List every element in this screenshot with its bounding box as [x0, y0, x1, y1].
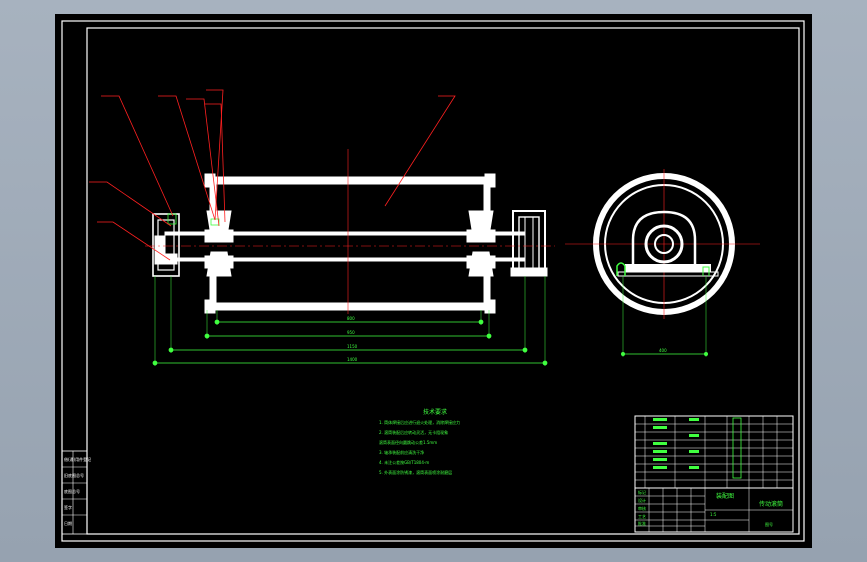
side-table-label-4: 签字: [64, 504, 72, 510]
drawing-material: 装配图: [716, 492, 734, 500]
dimension-d5: 400: [659, 348, 667, 353]
side-view-drum: [565, 169, 760, 357]
section-detail-1: [167, 213, 177, 225]
tech-line-5: 4. 未注公差按GB/T1804-m: [379, 459, 429, 465]
side-table-label-2: 旧底图总号: [64, 472, 84, 478]
drawing-title: 传动滚筒: [759, 500, 783, 508]
front-dimensions: [152, 276, 548, 366]
inner-frame: [86, 27, 800, 535]
shell-top-wall: [204, 176, 496, 185]
title-block: [634, 415, 794, 533]
side-table-label-1: 借(通)用件登记: [64, 456, 91, 462]
title-block-row-1: 标记: [638, 489, 646, 495]
tech-requirements: 技术要求 1. 筒体焊接后应进行退火处理，消除焊接应力 2. 滚筒装配后应转动灵…: [379, 408, 460, 475]
drawing-scale: 1:5: [710, 512, 717, 517]
parts-list-grid: [635, 416, 793, 488]
title-block-grid: [635, 488, 793, 532]
dimension-d1: 800: [347, 316, 355, 321]
title-block-row-2: 设计: [638, 497, 646, 503]
side-table-label-3: 底图总号: [64, 488, 80, 494]
tech-line-1: 1. 筒体焊接后应进行退火处理，消除焊接应力: [379, 419, 460, 425]
dimension-d4: 1400: [347, 357, 358, 362]
tech-requirements-heading: 技术要求: [423, 408, 447, 416]
title-block-row-3: 审核: [638, 505, 646, 511]
parts-list-entries: [653, 417, 742, 479]
tech-line-3: 滚筒表面径向圆跳动公差1.5mm: [379, 439, 437, 445]
dimension-d3: 1150: [347, 344, 358, 349]
cad-drawing-viewport[interactable]: 借(通)用件登记 旧底图总号 底图总号 签字 日期: [55, 14, 812, 548]
front-view-drum: [152, 173, 548, 314]
outer-frame: [61, 20, 805, 542]
side-registration-table: 借(通)用件登记 旧底图总号 底图总号 签字 日期: [61, 450, 91, 535]
side-table-label-5: 日期: [64, 520, 72, 526]
cad-drawing: 借(通)用件登记 旧底图总号 底图总号 签字 日期: [61, 20, 805, 542]
dimension-d2: 950: [347, 330, 355, 335]
shell-bottom-wall: [204, 302, 496, 311]
part-leaders: [89, 89, 456, 261]
title-block-row-4: 工艺: [638, 514, 646, 519]
title-block-row-5: 批准: [638, 520, 646, 526]
tech-line-2: 2. 滚筒装配后应转动灵活，无卡阻现象: [379, 429, 448, 435]
drawing-number: 图号: [765, 521, 773, 527]
tech-line-4: 3. 轴承装配前应清洗干净: [379, 449, 424, 455]
tech-line-6: 5. 外表面涂防锈漆，滚筒表面喷涂耐磨层: [379, 469, 452, 475]
